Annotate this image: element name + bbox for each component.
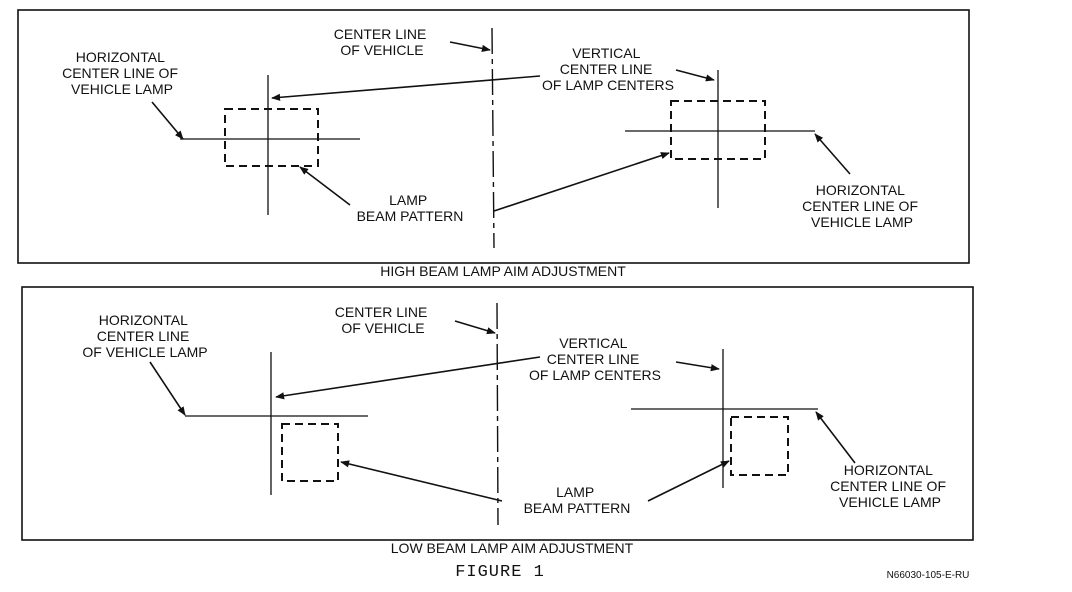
high-right-beam-pattern (670, 100, 766, 160)
low-arrow-vertical-left (275, 356, 541, 400)
low-vehicle-center-line (496, 302, 499, 526)
high-left-beam-pattern (224, 108, 319, 167)
low-beam-panel: HORIZONTAL CENTER LINE OF VEHICLE LAMP C… (21, 286, 974, 541)
high-beam-panel: CENTER LINE OF VEHICLE HORIZONTAL CENTER… (17, 9, 970, 264)
high-arrow-vertical-right (675, 69, 715, 82)
low-right-beam-pattern (730, 416, 789, 476)
part-code: N66030-105-E-RU (887, 570, 970, 581)
low-center-line-label: CENTER LINE OF VEHICLE (335, 304, 431, 336)
high-arrow-beam-right (493, 152, 670, 212)
low-beam-caption: LOW BEAM LAMP AIM ADJUSTMENT (391, 540, 634, 556)
high-vertical-label: VERTICAL CENTER LINE OF LAMP CENTERS (542, 45, 674, 93)
low-arrow-vertical-right (675, 361, 720, 372)
high-beam-pattern-label: LAMP BEAM PATTERN (357, 192, 464, 224)
high-arrow-beam-left (299, 166, 351, 206)
low-vertical-label: VERTICAL CENTER LINE OF LAMP CENTERS (529, 335, 661, 383)
high-horizontal-right-label: HORIZONTAL CENTER LINE OF VEHICLE LAMP (802, 182, 922, 230)
low-arrow-center-line (454, 320, 496, 335)
high-beam-caption: HIGH BEAM LAMP AIM ADJUSTMENT (380, 263, 626, 279)
high-center-line-label: CENTER LINE OF VEHICLE (334, 26, 430, 58)
high-vehicle-center-line (491, 27, 495, 249)
high-horizontal-left-label: HORIZONTAL CENTER LINE OF VEHICLE LAMP (62, 49, 182, 97)
low-arrow-beam-right (647, 460, 730, 502)
high-arrow-center-line (449, 41, 491, 52)
low-horizontal-left-label: HORIZONTAL CENTER LINE OF VEHICLE LAMP (82, 312, 207, 360)
low-beam-pattern-label: LAMP BEAM PATTERN (524, 484, 631, 516)
low-arrow-horizontal-right (815, 411, 856, 464)
low-beam-frame (21, 286, 974, 541)
figure-label: FIGURE 1 (455, 563, 545, 582)
low-arrow-beam-left (340, 460, 503, 502)
high-arrow-vertical-left (271, 75, 541, 101)
high-arrow-horizontal-left (151, 101, 184, 140)
low-arrow-horizontal-left (149, 361, 186, 416)
high-beam-frame (17, 9, 970, 264)
low-left-beam-pattern (281, 423, 339, 482)
high-arrow-horizontal-right (814, 133, 851, 175)
low-horizontal-right-label: HORIZONTAL CENTER LINE OF VEHICLE LAMP (830, 462, 950, 510)
